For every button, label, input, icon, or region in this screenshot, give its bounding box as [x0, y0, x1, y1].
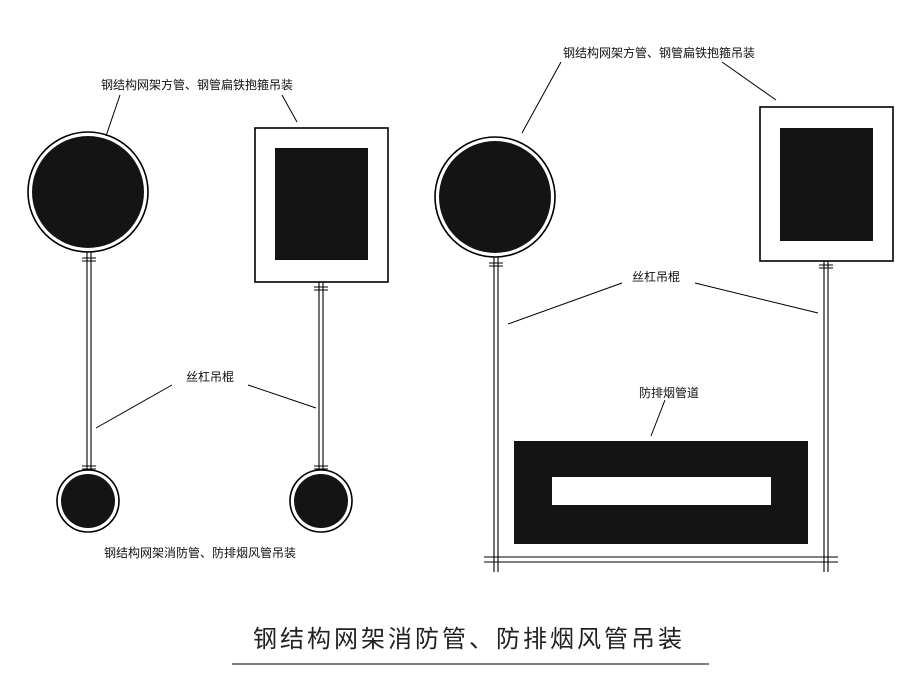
right-square-clamp: [759, 106, 894, 262]
left-bottom-label: 钢结构网架消防管、防排烟风管吊装: [104, 545, 296, 560]
left-steel-pipe-outline: [27, 131, 149, 253]
diagram-title: 钢结构网架消防管、防排烟风管吊装: [253, 625, 685, 653]
right-panel: 钢结构网架方管、钢管扁铁抱箍吊装 丝杠吊棍 防排烟管道: [434, 45, 894, 572]
right-rod-label: 丝杠吊棍: [632, 269, 680, 284]
left-fire-pipe: [61, 474, 115, 528]
left-square-tube: [275, 148, 368, 260]
left-rod-leader-1: [95, 384, 173, 429]
right-nut-marks: [489, 262, 833, 269]
left-square-clamp: [254, 127, 389, 283]
duct-label: 防排烟管道: [639, 385, 699, 400]
right-fire-pipe-outline: [289, 469, 353, 533]
left-nut-marks: [82, 257, 328, 470]
left-top-label: 钢结构网架方管、钢管扁铁抱箍吊装: [101, 77, 293, 92]
left-top-leader-1: [105, 94, 121, 137]
left-top-leader-2: [281, 94, 298, 123]
right-steel-pipe-outline: [434, 136, 556, 258]
left-panel: 钢结构网架方管、钢管扁铁抱箍吊装 丝杠吊棍 钢结构网架消防管、防排烟风管吊装: [27, 77, 389, 560]
right-top-label: 钢结构网架方管、钢管扁铁抱箍吊装: [563, 45, 755, 60]
right-rod-leader-2: [694, 282, 819, 314]
left-steel-pipe: [32, 136, 144, 248]
left-rod-label: 丝杠吊棍: [186, 369, 234, 384]
duct-leader: [650, 399, 666, 437]
right-square-tube: [780, 128, 873, 241]
right-rod-leader-1: [507, 282, 623, 325]
right-fire-pipe: [294, 474, 348, 528]
right-steel-pipe: [439, 141, 551, 253]
left-rod-leader-2: [247, 384, 317, 409]
right-top-leader-1: [521, 61, 562, 134]
right-top-leader-2: [721, 61, 777, 101]
left-fire-pipe-outline: [56, 469, 120, 533]
duct-inner-opening: [552, 477, 771, 505]
